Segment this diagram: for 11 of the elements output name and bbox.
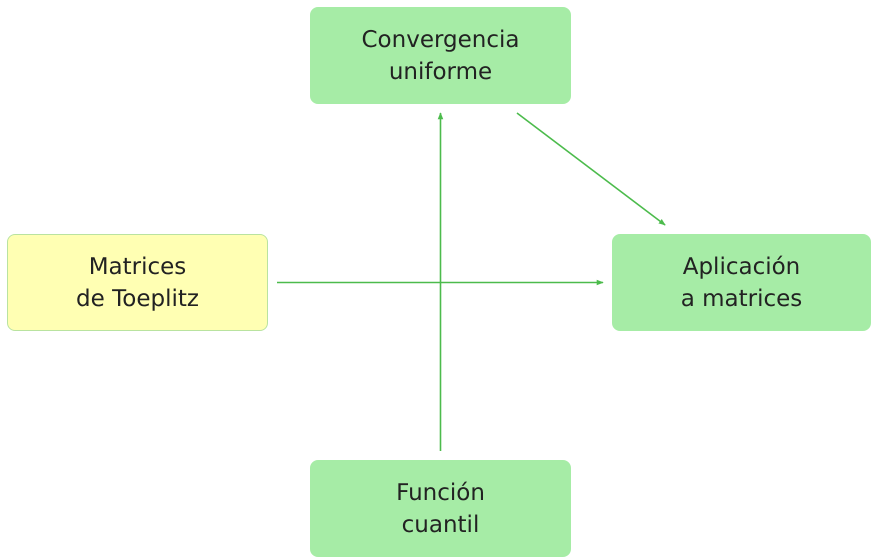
process-box — [310, 460, 571, 557]
arrow — [277, 280, 604, 286]
box-label: Matrices de Toeplitz — [75, 252, 200, 314]
process-box — [612, 234, 871, 331]
arrow — [516, 112, 666, 226]
process-box — [7, 234, 268, 331]
arrow — [438, 112, 444, 451]
process-box — [310, 7, 571, 104]
box-label: Aplicación a matrices — [680, 252, 804, 314]
box-label: Función cuantil — [395, 478, 486, 540]
box-label: Convergencia uniforme — [360, 26, 520, 86]
